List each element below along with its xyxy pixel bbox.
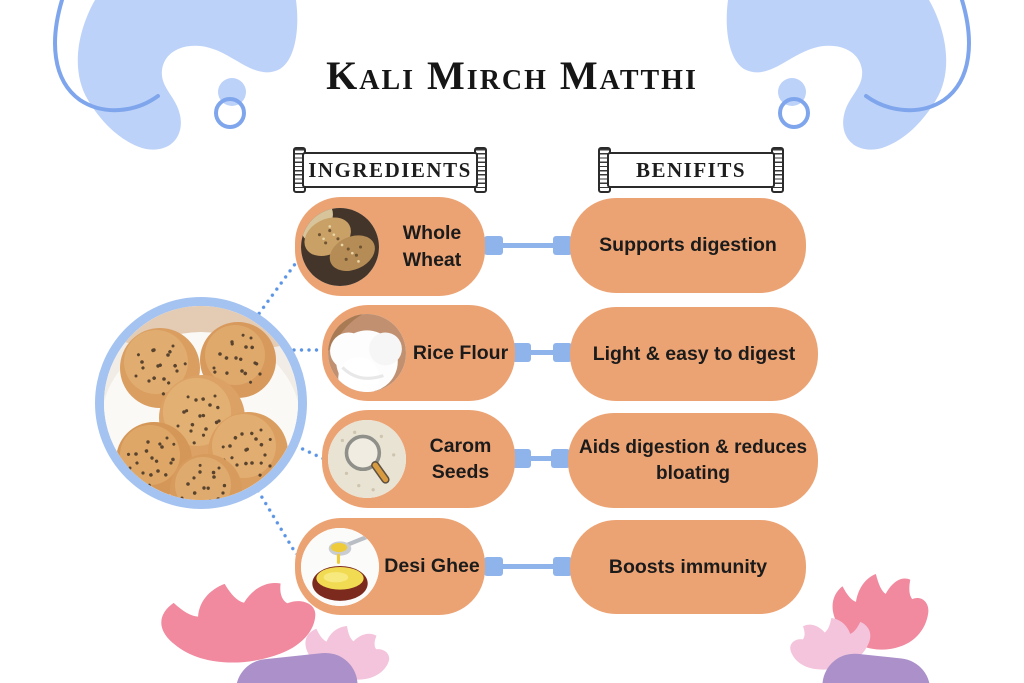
ingredient-card-rice-flour: Rice Flour bbox=[322, 305, 515, 401]
dotted-line-to-rice-flour bbox=[292, 348, 326, 352]
ingredients-header: INGREDIENTS bbox=[302, 152, 478, 188]
connector-line bbox=[529, 350, 555, 355]
benefit-card-3: Aids digestion & reduces bloating bbox=[568, 413, 818, 508]
connector-square-icon bbox=[484, 236, 503, 255]
ingredients-banner: INGREDIENTS bbox=[293, 147, 487, 193]
connector-row-4 bbox=[484, 557, 572, 576]
benefit-card-2: Light & easy to digest bbox=[570, 307, 818, 401]
carom-seeds-icon bbox=[328, 420, 406, 498]
benefits-banner: BENIFITS bbox=[598, 147, 784, 193]
dotted-line-to-desi-ghee bbox=[255, 487, 298, 556]
benefit-card-4: Boosts immunity bbox=[570, 520, 806, 614]
connector-square-icon bbox=[551, 449, 570, 468]
connector-square-icon bbox=[553, 343, 572, 362]
ingredient-label: Desi Ghee bbox=[384, 555, 480, 578]
page-title: Kali Mirch Matthi bbox=[326, 53, 698, 98]
ingredient-label: Carom Seeds bbox=[429, 434, 492, 483]
benefit-label: Aids digestion & reduces bloating bbox=[578, 436, 808, 484]
rice-flour-icon bbox=[328, 314, 406, 392]
blue-blob-decor-top-left-icon bbox=[53, 0, 298, 150]
connector-square-icon bbox=[553, 557, 572, 576]
benefit-card-1: Supports digestion bbox=[570, 198, 806, 293]
desi-ghee-icon bbox=[301, 527, 379, 606]
matthi-plate-photo bbox=[95, 297, 307, 509]
benefits-header: BENIFITS bbox=[607, 152, 775, 188]
ingredient-label: Whole Wheat bbox=[402, 222, 462, 271]
ingredient-card-whole-wheat: Whole Wheat bbox=[295, 197, 485, 296]
ingredient-card-desi-ghee: Desi Ghee bbox=[295, 518, 485, 615]
connector-square-icon bbox=[553, 236, 572, 255]
connector-line bbox=[529, 456, 553, 461]
connector-line bbox=[501, 564, 555, 569]
ingredient-card-carom-seeds: Carom Seeds bbox=[322, 410, 515, 508]
benefit-label: Supports digestion bbox=[599, 234, 777, 257]
connector-line bbox=[501, 243, 555, 248]
wheat-grains-icon bbox=[301, 207, 379, 286]
ingredient-label: Rice Flour bbox=[412, 341, 509, 364]
connector-row-1 bbox=[484, 236, 572, 255]
dotted-line-to-carom-seeds bbox=[293, 443, 326, 462]
connector-square-icon bbox=[512, 343, 531, 362]
connector-square-icon bbox=[484, 557, 503, 576]
blue-blob-decor-top-right-icon bbox=[726, 0, 971, 150]
connector-row-3 bbox=[512, 449, 570, 468]
benefit-label: Boosts immunity bbox=[608, 555, 768, 578]
benefit-label: Light & easy to digest bbox=[592, 342, 796, 365]
connector-row-2 bbox=[512, 343, 572, 362]
connector-square-icon bbox=[512, 449, 531, 468]
